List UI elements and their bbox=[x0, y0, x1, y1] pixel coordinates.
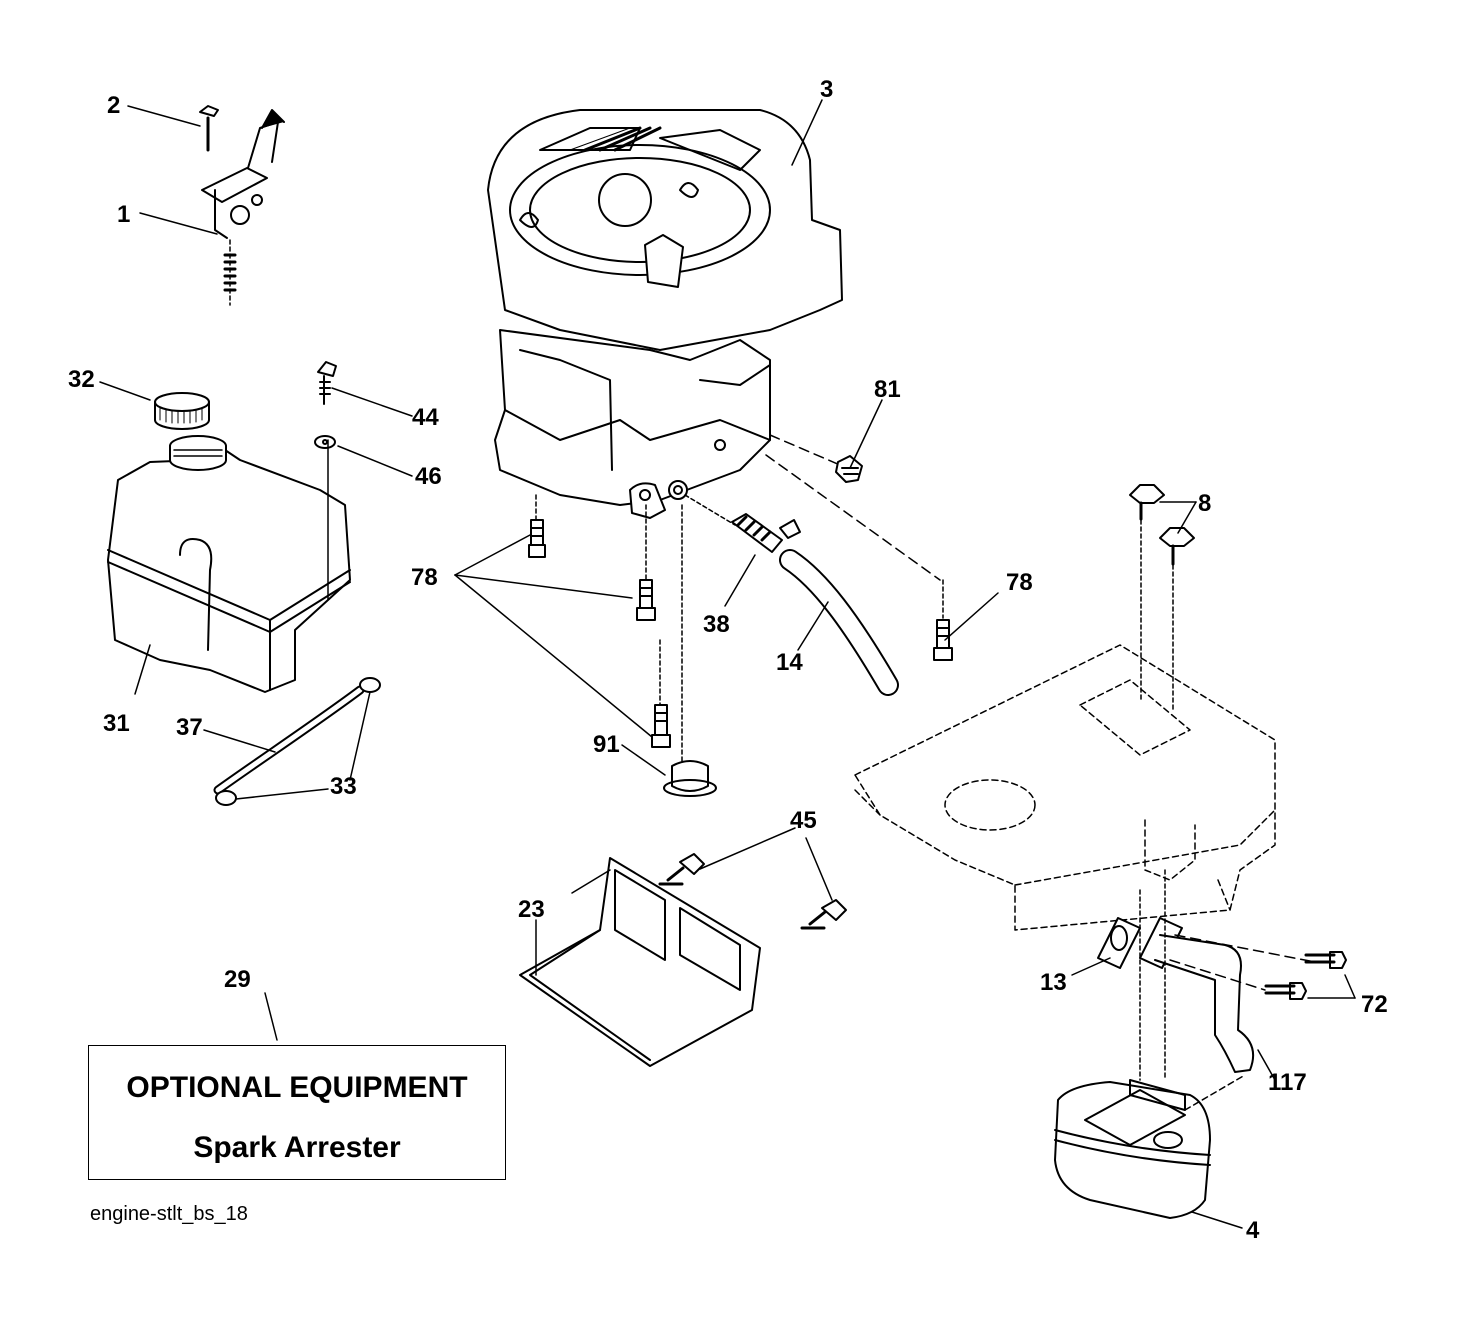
callout-44: 44 bbox=[412, 404, 439, 431]
callout-38: 38 bbox=[703, 611, 730, 638]
callout-13: 13 bbox=[1040, 969, 1067, 996]
callout-78-left: 78 bbox=[411, 564, 438, 591]
callout-91: 91 bbox=[593, 731, 620, 758]
optional-equipment-subtitle: Spark Arrester bbox=[193, 1131, 401, 1164]
callout-32: 32 bbox=[68, 366, 95, 393]
callout-1: 1 bbox=[117, 201, 131, 228]
callout-3: 3 bbox=[820, 76, 834, 103]
callout-33: 33 bbox=[330, 773, 357, 800]
exhaust-assembly bbox=[1097, 869, 1347, 1081]
chassis-plate bbox=[854, 644, 1276, 931]
throttle-control bbox=[199, 105, 285, 306]
callout-81: 81 bbox=[874, 376, 901, 403]
callout-8: 8 bbox=[1198, 490, 1212, 517]
callout-117: 117 bbox=[1268, 1069, 1307, 1096]
muffler bbox=[1054, 1074, 1246, 1219]
optional-equipment-box: OPTIONAL EQUIPMENT Spark Arrester bbox=[88, 1045, 506, 1180]
engine bbox=[487, 109, 843, 519]
callout-46: 46 bbox=[415, 463, 442, 490]
callout-4: 4 bbox=[1246, 1217, 1260, 1244]
callout-29: 29 bbox=[224, 966, 251, 993]
callout-2: 2 bbox=[107, 92, 121, 119]
callout-37: 37 bbox=[176, 714, 203, 741]
callout-72: 72 bbox=[1361, 991, 1388, 1018]
callout-23: 23 bbox=[518, 896, 545, 923]
callout-31: 31 bbox=[103, 710, 130, 737]
fuel-tank bbox=[107, 435, 351, 693]
callout-14: 14 bbox=[776, 649, 803, 676]
chassis-bolts bbox=[1129, 484, 1195, 711]
callout-45: 45 bbox=[790, 807, 817, 834]
callout-78-right: 78 bbox=[1006, 569, 1033, 596]
leader-lines bbox=[99, 99, 1356, 1229]
fuel-fitting-hose bbox=[684, 434, 899, 696]
diagram-filename: engine-stlt_bs_18 bbox=[90, 1203, 248, 1225]
fuel-cap bbox=[154, 392, 210, 430]
heat-shield bbox=[519, 853, 847, 1067]
engine-bolts bbox=[528, 454, 953, 797]
tank-screw-washer bbox=[314, 361, 337, 449]
optional-equipment-title: OPTIONAL EQUIPMENT bbox=[126, 1071, 468, 1104]
fuel-line bbox=[213, 677, 381, 806]
